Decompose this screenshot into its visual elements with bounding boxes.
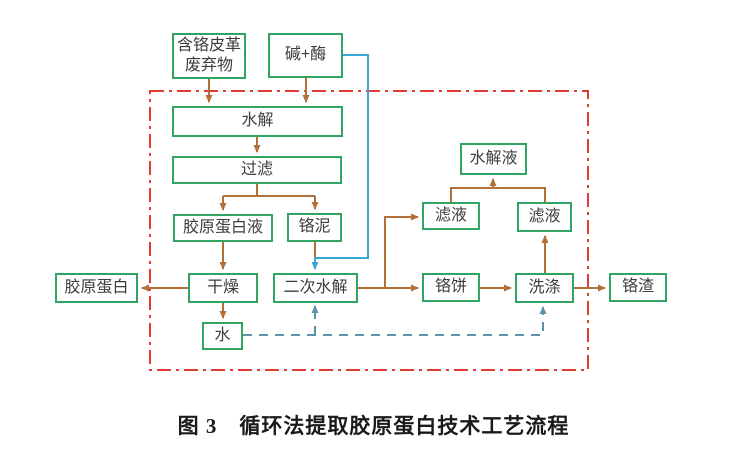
node-alkali-enzyme: 碱+酶 xyxy=(268,33,343,78)
edge-water-to-washing xyxy=(243,307,544,336)
node-water-label: 水 xyxy=(214,326,231,344)
node-chrome-cake: 铬饼 xyxy=(422,273,480,302)
node-washing: 洗涤 xyxy=(515,273,574,303)
node-filtration: 过滤 xyxy=(172,156,342,184)
node-drying-label: 干燥 xyxy=(206,278,239,296)
node-waste-label: 含铬皮革废弃物 xyxy=(176,36,241,74)
node-filtrate-right: 滤液 xyxy=(517,202,572,232)
node-hydrolysis-label: 水解 xyxy=(241,112,274,130)
edge-secondary-to-filtrate-left xyxy=(384,213,419,288)
node-chrome-mud-label: 铬泥 xyxy=(298,218,331,236)
edge-alkali-to-secondary xyxy=(311,54,369,270)
node-collagen-label: 胶原蛋白 xyxy=(64,278,129,296)
node-collagen-liquid: 胶原蛋白液 xyxy=(173,214,273,242)
node-alkali-enzyme-label: 碱+酶 xyxy=(284,46,327,64)
node-chrome-cake-label: 铬饼 xyxy=(434,278,467,296)
node-filtrate-right-label: 滤液 xyxy=(528,207,561,225)
figure-caption: 图 3 循环法提取胶原蛋白技术工艺流程 xyxy=(177,414,570,438)
node-chrome-mud: 铬泥 xyxy=(287,213,342,242)
node-collagen-liquid-label: 胶原蛋白液 xyxy=(182,218,263,236)
node-chrome-residue: 铬渣 xyxy=(609,273,667,302)
node-hydrolysate-label: 水解液 xyxy=(469,149,518,167)
node-collagen: 胶原蛋白 xyxy=(55,273,138,303)
node-chrome-residue-label: 铬渣 xyxy=(621,278,654,296)
node-secondary-hydrolysis-label: 二次水解 xyxy=(283,278,348,296)
node-drying: 干燥 xyxy=(188,273,258,303)
node-secondary-hydrolysis: 二次水解 xyxy=(273,273,358,303)
edge-filtrates-merge xyxy=(450,179,546,202)
node-waste: 含铬皮革废弃物 xyxy=(172,33,246,79)
edge-filtration-split xyxy=(223,184,315,197)
node-hydrolysate: 水解液 xyxy=(460,143,527,175)
node-hydrolysis: 水解 xyxy=(172,106,343,137)
node-filtration-label: 过滤 xyxy=(240,160,273,178)
node-filtrate-left: 滤液 xyxy=(422,202,480,230)
node-water: 水 xyxy=(202,322,243,350)
node-washing-label: 洗涤 xyxy=(528,278,561,296)
node-filtrate-left-label: 滤液 xyxy=(434,206,467,224)
